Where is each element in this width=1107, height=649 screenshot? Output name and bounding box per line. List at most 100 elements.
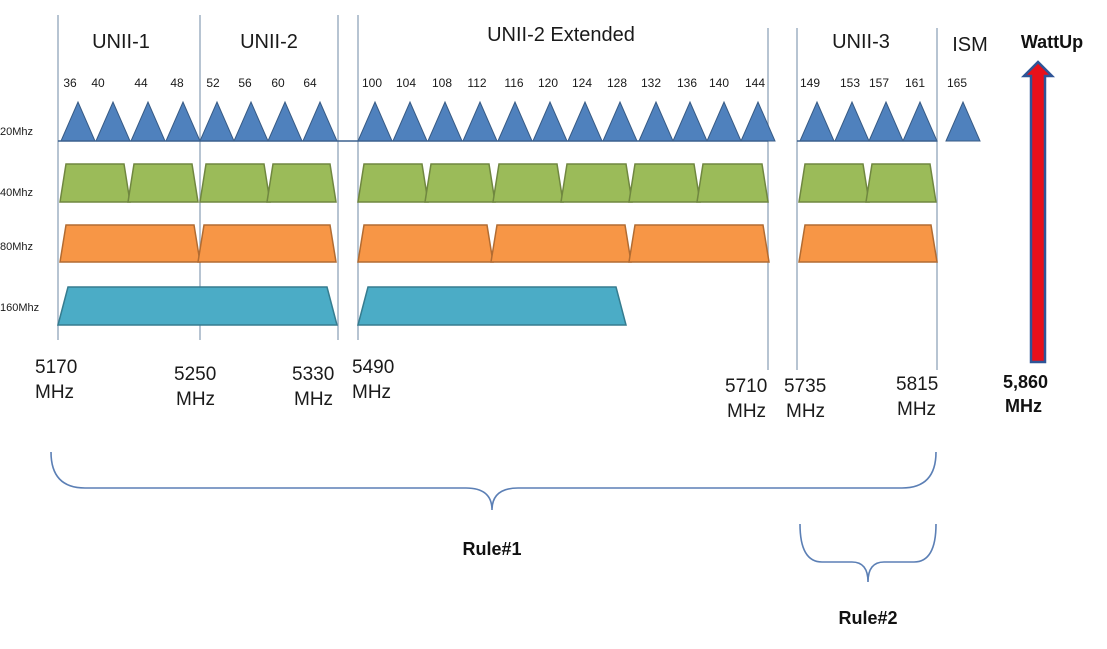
channel-20mhz-124 [567, 100, 603, 142]
channel-40mhz-9 [696, 163, 769, 203]
channel-160mhz-0 [57, 286, 338, 326]
channel-80mhz-1 [197, 224, 337, 263]
channel-label-44: 44 [134, 76, 148, 90]
channel-20mhz-120 [532, 100, 568, 142]
freq-value: 5330 [292, 364, 334, 385]
channel-label-132: 132 [641, 76, 661, 90]
channel-20mhz-116 [497, 100, 533, 142]
rule2-brace [799, 523, 937, 583]
channel-40mhz-8 [628, 163, 701, 203]
row-160mhz-channels [57, 286, 627, 326]
freq-unit: MHz [727, 401, 766, 422]
freq-value: 5710 [725, 376, 767, 397]
row-40mhz-channels [59, 163, 937, 203]
channel-label-64: 64 [303, 76, 317, 90]
channel-label-36: 36 [63, 76, 77, 90]
band-label-unii2: UNII-2 [240, 31, 298, 53]
channel-20mhz-48 [165, 100, 201, 142]
channel-40mhz-5 [424, 163, 496, 203]
band-label-ism: ISM [952, 34, 988, 56]
channel-label-124: 124 [572, 76, 592, 90]
freq-unit: MHz [352, 382, 391, 403]
channel-20mhz-165 [945, 100, 981, 142]
channel-label-108: 108 [432, 76, 452, 90]
wattup-label: WattUp [1021, 32, 1083, 52]
channel-20mhz-44 [130, 100, 166, 142]
band-label-unii2-extended: UNII-2 Extended [487, 24, 635, 46]
freq-value: 5250 [174, 364, 216, 385]
freq-value: 5735 [784, 376, 826, 397]
freq-unit: MHz [897, 399, 936, 420]
freq-unit: MHz [786, 401, 825, 422]
freq-value: 5170 [35, 357, 77, 378]
channel-40mhz-11 [865, 163, 937, 203]
channel-40mhz-3 [266, 163, 337, 203]
channel-label-128: 128 [607, 76, 627, 90]
wattup-arrow-group: WattUp [1020, 32, 1083, 364]
channel-40mhz-10 [798, 163, 870, 203]
freq-unit: MHz [294, 389, 333, 410]
channel-20mhz-40 [95, 100, 131, 142]
channel-label-56: 56 [238, 76, 252, 90]
row-label-160mhz: 160Mhz [0, 302, 39, 314]
channel-label-149: 149 [800, 76, 820, 90]
channel-20mhz-153 [834, 100, 870, 142]
row-20mhz-channels [58, 100, 981, 142]
rule-braces: Rule#1 Rule#2 [50, 451, 937, 628]
channel-20mhz-136 [672, 100, 708, 142]
channel-80mhz-5 [798, 224, 938, 263]
channel-20mhz-132 [638, 100, 674, 142]
channel-80mhz-2 [357, 224, 494, 263]
row-labels: 20Mhz 40Mhz 80Mhz 160Mhz [0, 126, 39, 314]
row-label-80mhz: 80Mhz [0, 241, 33, 253]
channel-20mhz-104 [392, 100, 428, 142]
channel-label-60: 60 [271, 76, 285, 90]
rule1-brace [50, 451, 937, 511]
channel-label-161: 161 [905, 76, 925, 90]
channel-label-40: 40 [91, 76, 105, 90]
row-80mhz-channels [59, 224, 938, 263]
freq-value: 5,860 [1003, 372, 1048, 392]
freq-value: 5815 [896, 374, 938, 395]
channel-label-116: 116 [504, 76, 523, 90]
rule1-label: Rule#1 [462, 539, 521, 559]
band-label-unii3: UNII-3 [832, 31, 890, 53]
channel-label-100: 100 [362, 76, 382, 90]
channel-20mhz-100 [357, 100, 393, 142]
channel-20mhz-108 [427, 100, 463, 142]
channel-20mhz-128 [602, 100, 638, 142]
wattup-arrow-icon [1020, 60, 1056, 364]
channel-label-165: 165 [947, 76, 967, 90]
channel-label-120: 120 [538, 76, 558, 90]
band-label-unii1: UNII-1 [92, 31, 150, 53]
channel-20mhz-161 [902, 100, 938, 142]
channel-20mhz-144 [740, 100, 776, 142]
channel-40mhz-4 [357, 163, 429, 203]
channel-80mhz-4 [628, 224, 770, 263]
channel-label-136: 136 [677, 76, 697, 90]
row-label-20mhz: 20Mhz [0, 126, 33, 138]
channel-label-157: 157 [869, 76, 889, 90]
channel-label-112: 112 [467, 76, 486, 90]
channel-80mhz-3 [490, 224, 632, 263]
channel-40mhz-0 [59, 163, 131, 203]
freq-value: 5490 [352, 357, 394, 378]
channel-label-52: 52 [206, 76, 220, 90]
band-labels: UNII-1 UNII-2 UNII-2 Extended UNII-3 ISM [92, 24, 988, 56]
channel-label-140: 140 [709, 76, 729, 90]
channel-20mhz-157 [868, 100, 904, 142]
channel-20mhz-149 [799, 100, 835, 142]
channel-20mhz-140 [706, 100, 742, 142]
channel-40mhz-2 [199, 163, 271, 203]
freq-unit: MHz [35, 382, 74, 403]
channel-20mhz-60 [267, 100, 303, 142]
channel-40mhz-6 [492, 163, 564, 203]
freq-unit: MHz [1005, 396, 1042, 416]
